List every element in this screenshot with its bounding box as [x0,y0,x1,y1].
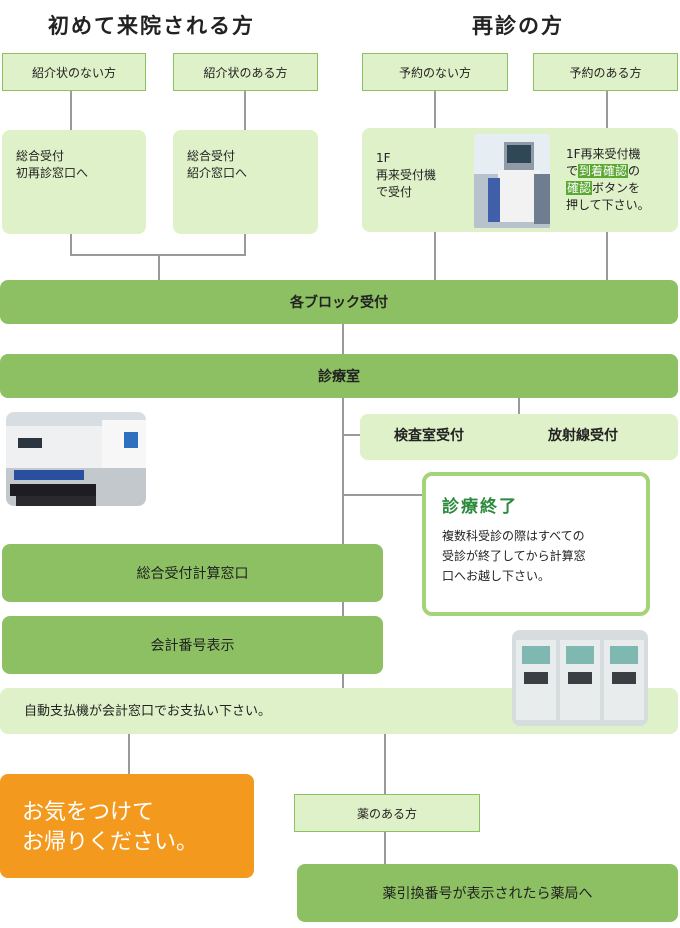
heading-revisit: 再診の方 [472,14,564,38]
desc-no-referral: 総合受付 初再診窓口へ [2,130,146,234]
billing-window-bar: 総合受付計算窓口 [2,544,383,602]
label-no-appointment: 予約のない方 [362,53,508,91]
block-reception-bar: 各ブロック受付 [0,280,678,324]
desc-no-appointment: 1F 再来受付機 で受付 [376,151,437,199]
desc-with-appointment: 1F再来受付機 で到着確認の 確認ボタンを 押して下さい。 [566,147,650,212]
exam-done-note: 複数科受診の際はすべての 受診が終了してから計算窓 口へお越し下さい。 [442,529,586,583]
exam-room-bar: 診療室 [0,354,678,398]
auto-pay-text: 自動支払機が会計窓口でお支払い下さい。 [24,704,272,719]
revisit-desc-panel: 1F 再来受付機 で受付 1F再来受付機 で到着確認の 確認ボタンを 押して下さ… [362,128,678,232]
reception-kiosk-photo [474,134,550,228]
lab-reception-label: 検査室受付 [394,428,464,444]
exam-done-box: 診療終了 複数科受診の際はすべての 受診が終了してから計算窓 口へお越し下さい。 [422,472,650,616]
heading-first-visit: 初めて来院される方 [48,14,255,38]
pharmacy-bar: 薬引換番号が表示されたら薬局へ [297,864,678,922]
exam-done-title: 診療終了 [442,497,518,517]
label-no-referral: 紹介状のない方 [2,53,146,91]
radiology-reception-label: 放射線受付 [548,428,618,444]
lab-radiology-panel: 検査室受付 放射線受付 [360,414,678,460]
label-with-appointment: 予約のある方 [533,53,678,91]
label-medicine: 薬のある方 [294,794,480,832]
label-with-referral: 紹介状のある方 [173,53,318,91]
waiting-room-photo [6,412,146,506]
farewell-text: お気をつけて お帰りください。 [22,800,199,855]
number-display-bar: 会計番号表示 [2,616,383,674]
payment-machines-photo [512,630,648,726]
desc-with-referral: 総合受付 紹介窓口へ [173,130,318,234]
farewell-box: お気をつけて お帰りください。 [0,774,254,878]
